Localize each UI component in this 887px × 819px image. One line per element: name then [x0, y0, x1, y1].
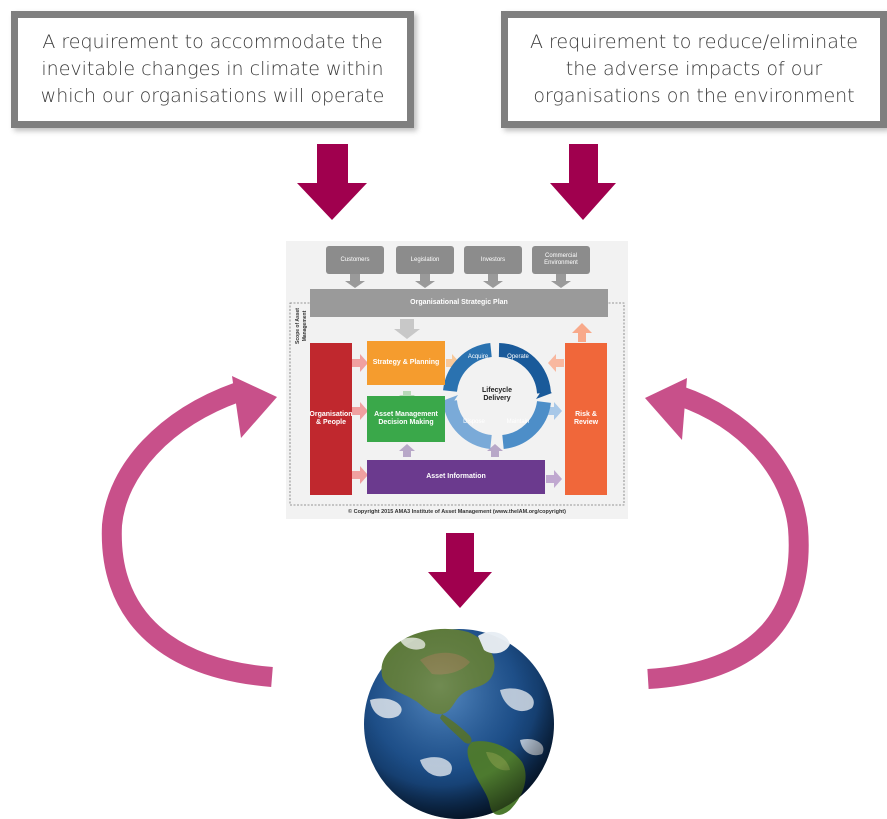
curved-arrow-left-head: [232, 376, 277, 438]
stakeholder-investors: Investors: [464, 246, 522, 274]
callout-climate-adaptation-text: A requirement to accommodate the inevita…: [40, 31, 385, 107]
lifecycle-maintain: Maintain: [506, 418, 530, 425]
down-arrow-right: [550, 144, 616, 220]
lifecycle-dispose: Dispose: [463, 418, 485, 425]
asset-information-block: Asset Information: [367, 460, 545, 494]
callout-climate-adaptation: A requirement to accommodate the inevita…: [11, 11, 414, 128]
curved-arrow-right: [647, 386, 809, 689]
lifecycle-operate: Operate: [507, 353, 529, 360]
down-arrow-left: [297, 144, 367, 220]
earth-globe-icon: [364, 628, 554, 819]
decision-making-block: Asset Management Decision Making: [367, 396, 445, 442]
down-arrow-center: [428, 533, 492, 608]
stakeholder-commercial-environment: Commercial Environment: [532, 246, 590, 274]
curved-arrow-left: [101, 382, 273, 687]
strategic-plan-bar: Organisational Strategic Plan: [310, 289, 608, 317]
organisation-people-block: Organisation & People: [309, 343, 353, 495]
strategy-planning-block: Strategy & Planning: [367, 341, 445, 385]
lifecycle-acquire: Acquire: [467, 353, 489, 360]
framework-copyright: © Copyright 2015 AMA3 Institute of Asset…: [348, 509, 566, 515]
callout-environmental-impact: A requirement to reduce/eliminate the ad…: [501, 11, 887, 128]
asset-management-framework: Customers Legislation Investors Commerci…: [286, 241, 628, 519]
curved-arrow-right-head: [645, 378, 687, 440]
risk-review-block: Risk & Review: [565, 343, 607, 495]
callout-environmental-impact-text: A requirement to reduce/eliminate the ad…: [529, 31, 858, 107]
stakeholder-customers: Customers: [326, 246, 384, 274]
scope-label: Scope of Asset Management: [295, 308, 308, 344]
lifecycle-center-label: Lifecycle Delivery: [482, 387, 512, 402]
framework-connectors: [289, 274, 625, 506]
stakeholder-legislation: Legislation: [396, 246, 454, 274]
